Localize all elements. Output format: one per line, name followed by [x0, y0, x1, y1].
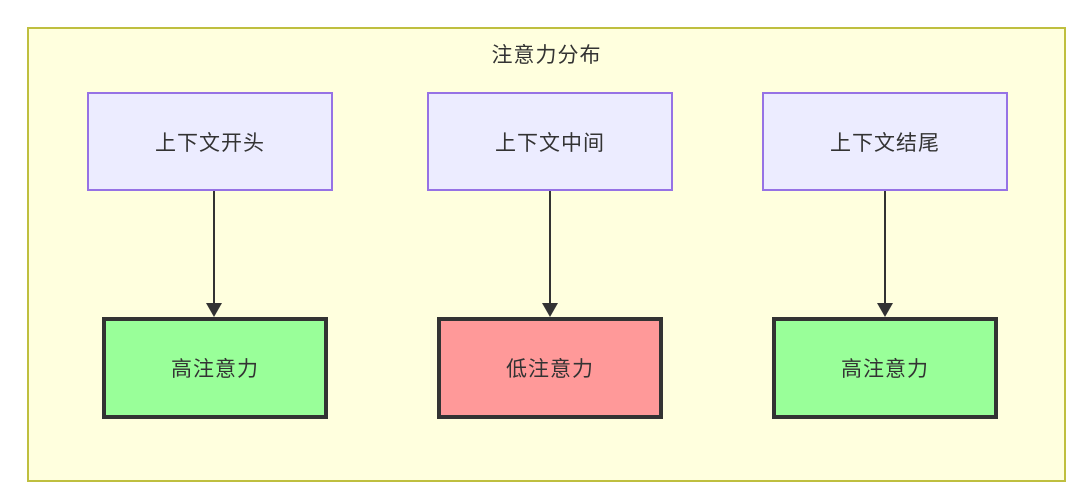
node-label: 上下文开头	[155, 131, 265, 155]
node-label: 低注意力	[506, 358, 594, 381]
node-label: 上下文中间	[495, 131, 605, 155]
node-attention-high-end[interactable]: 高注意力	[772, 317, 998, 419]
node-context-end[interactable]: 上下文结尾	[762, 92, 1008, 191]
node-attention-low-middle[interactable]: 低注意力	[437, 317, 663, 419]
node-label: 上下文结尾	[830, 131, 940, 155]
node-label: 高注意力	[171, 358, 259, 381]
subgraph-title: 注意力分布	[491, 44, 602, 67]
node-attention-high-start[interactable]: 高注意力	[102, 317, 328, 419]
node-label: 高注意力	[841, 358, 929, 381]
node-context-start[interactable]: 上下文开头	[87, 92, 333, 191]
node-context-middle[interactable]: 上下文中间	[427, 92, 673, 191]
